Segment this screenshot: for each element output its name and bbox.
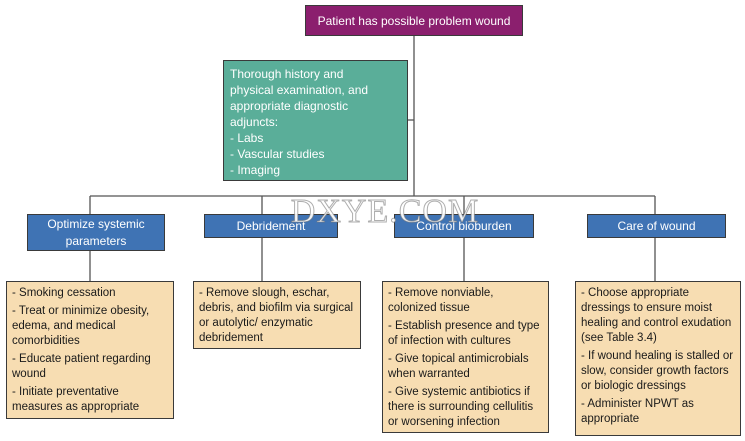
assessment-line: appropriate diagnostic <box>230 98 349 113</box>
category-care-of-wound: Care of wound <box>587 214 726 238</box>
assessment-node: Thorough history and physical examinatio… <box>223 60 408 181</box>
detail-item: - Establish presence and type of infecti… <box>388 319 540 347</box>
root-node: Patient has possible problem wound <box>305 5 523 36</box>
detail-item: - Administer NPWT as appropriate <box>581 397 694 425</box>
detail-debridement: - Remove slough, eschar, debris, and bio… <box>193 281 361 349</box>
assessment-line: physical examination, and <box>230 82 369 97</box>
category-label: Debridement <box>236 218 306 233</box>
detail-item: - Treat or minimize obesity, edema, and … <box>12 304 150 347</box>
detail-item: - Educate patient regarding wound <box>12 352 151 380</box>
category-debridement: Debridement <box>204 214 338 238</box>
assessment-line: adjuncts: <box>230 114 279 129</box>
assessment-item: - Vascular studies <box>230 146 325 161</box>
detail-item: - Remove nonviable, colonized tissue <box>388 287 494 314</box>
category-label: Control bioburden <box>416 218 512 233</box>
detail-item: - Remove slough, eschar, debris, and bio… <box>199 287 354 344</box>
detail-item: - Smoking cessation <box>12 287 116 299</box>
detail-item: - Choose appropriate dressings to ensure… <box>581 287 732 344</box>
assessment-item: - Labs <box>230 130 264 145</box>
detail-item: - If wound healing is stalled or slow, c… <box>581 349 734 392</box>
root-label: Patient has possible problem wound <box>317 13 511 28</box>
category-label: Optimize systemic parameters <box>47 217 145 248</box>
detail-control-bioburden: - Remove nonviable, colonized tissue - E… <box>382 281 549 433</box>
detail-optimize-systemic: - Smoking cessation - Treat or minimize … <box>6 281 174 419</box>
detail-item: - Give systemic antibiotics if there is … <box>388 385 534 428</box>
assessment-line: Thorough history and <box>230 67 344 81</box>
detail-care-of-wound: - Choose appropriate dressings to ensure… <box>575 281 741 436</box>
category-optimize-systemic: Optimize systemic parameters <box>27 214 165 251</box>
category-label: Care of wound <box>617 218 696 233</box>
assessment-item: - Imaging <box>230 162 281 177</box>
detail-item: - Give topical antimicrobials when warra… <box>388 352 529 380</box>
detail-item: - Initiate preventative measures as appr… <box>12 385 140 413</box>
category-control-bioburden: Control bioburden <box>394 214 534 238</box>
